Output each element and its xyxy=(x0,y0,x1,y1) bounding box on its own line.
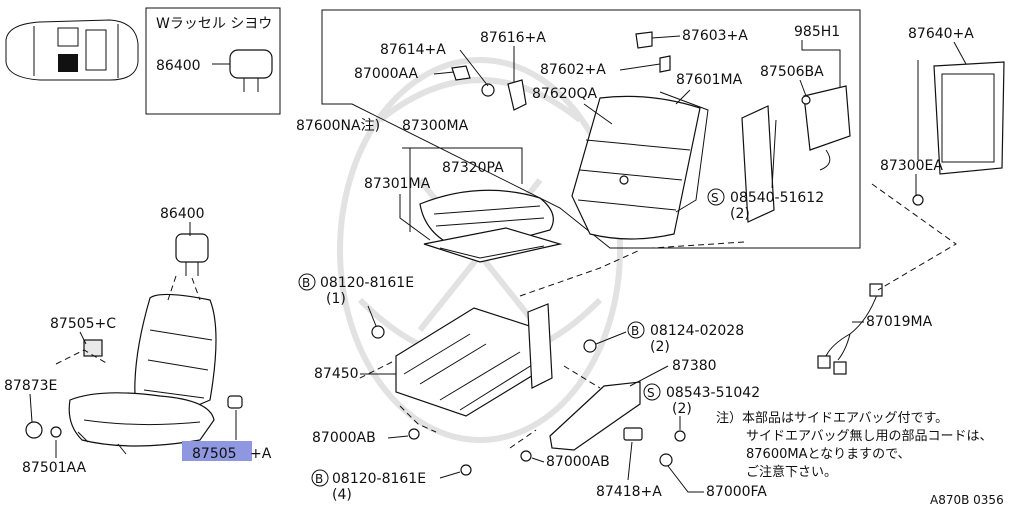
note-line-3: 87600MAとなりますので、 xyxy=(746,447,911,462)
part-87600na[interactable]: 87600NA注) xyxy=(296,118,380,134)
part-08120-8161e-a[interactable]: 08120-8161E xyxy=(320,275,414,291)
part-87300ea[interactable]: 87300EA xyxy=(880,158,943,174)
diagram-id: A870B 0356 xyxy=(930,493,1004,507)
part-985h1[interactable]: 985H1 xyxy=(794,24,840,40)
part-87000aa[interactable]: 87000AA xyxy=(354,66,419,82)
part-08543-51042[interactable]: 08543-51042 xyxy=(666,385,760,401)
note-line-1: 注）本部品はサイドエアバッグ付です。 xyxy=(716,411,948,426)
part-87000ab-right[interactable]: 87000AB xyxy=(546,454,610,470)
qty-08543: (2) xyxy=(672,401,692,417)
mark-b-08124: B xyxy=(631,324,639,338)
part-87301ma[interactable]: 87301MA xyxy=(364,176,431,192)
inset-title: Wラッセル シヨウ xyxy=(156,16,272,32)
part-87320pa[interactable]: 87320PA xyxy=(442,160,504,176)
full-seat-drawing xyxy=(25,233,243,455)
mark-b-08120-b: B xyxy=(315,472,323,486)
part-87505-a-suffix: +A xyxy=(250,446,272,462)
vehicle-location-icon xyxy=(5,19,139,81)
part-87501aa[interactable]: 87501AA xyxy=(22,460,87,476)
part-87620qa[interactable]: 87620QA xyxy=(532,86,598,102)
note-line-4: ご注意下さい。 xyxy=(746,464,837,480)
part-87505-a[interactable]: 87505 xyxy=(192,446,237,462)
qty-08120-b: (4) xyxy=(332,487,352,503)
seatback-drawing xyxy=(451,31,1005,240)
mark-s-08540: S xyxy=(711,191,719,205)
part-87450[interactable]: 87450 xyxy=(314,366,359,382)
part-87019ma[interactable]: 87019MA xyxy=(866,314,933,330)
mark-s-08543: S xyxy=(647,386,655,400)
part-87300ma[interactable]: 87300MA xyxy=(402,118,469,134)
part-87873e[interactable]: 87873E xyxy=(4,378,57,394)
part-86400[interactable]: 86400 xyxy=(160,206,205,222)
part-86400-inset[interactable]: 86400 xyxy=(156,58,201,74)
part-08124-02028[interactable]: 08124-02028 xyxy=(650,323,744,339)
part-87000fa[interactable]: 87000FA xyxy=(706,484,767,500)
airbag-note: 注）本部品はサイドエアバッグ付です。 サイドエアバッグ無し用の部品コードは、 8… xyxy=(716,411,992,480)
part-87640-a[interactable]: 87640+A xyxy=(908,26,974,42)
qty-08120-a: (1) xyxy=(326,291,346,307)
part-87505-c[interactable]: 87505+C xyxy=(50,316,116,332)
seatback-group-frame xyxy=(321,9,861,249)
part-87418-a[interactable]: 87418+A xyxy=(596,484,662,500)
part-08120-8161e-b[interactable]: 08120-8161E xyxy=(332,471,426,487)
mark-b-08120-a: B xyxy=(302,276,310,290)
seat-frame-drawing xyxy=(371,303,686,476)
part-87616-a[interactable]: 87616+A xyxy=(480,30,546,46)
part-87380[interactable]: 87380 xyxy=(672,358,717,374)
part-87602-a[interactable]: 87602+A xyxy=(540,62,606,78)
highlight-87505-a xyxy=(182,441,252,461)
note-line-2: サイドエアバッグ無し用の部品コードは、 xyxy=(746,429,992,444)
part-87603-a[interactable]: 87603+A xyxy=(682,28,748,44)
qty-08540: (2) xyxy=(730,206,750,222)
cushion-drawing xyxy=(419,189,563,263)
part-87614-a[interactable]: 87614+A xyxy=(380,42,446,58)
headrest-inset-drawing xyxy=(229,49,273,92)
harness-drawing xyxy=(817,283,883,375)
part-87601ma[interactable]: 87601MA xyxy=(676,72,743,88)
part-08540-51612[interactable]: 08540-51612 xyxy=(730,190,824,206)
inset-box xyxy=(145,7,281,115)
part-87000ab-left[interactable]: 87000AB xyxy=(312,430,376,446)
qty-08124: (2) xyxy=(650,339,670,355)
part-87506ba[interactable]: 87506BA xyxy=(760,64,824,80)
